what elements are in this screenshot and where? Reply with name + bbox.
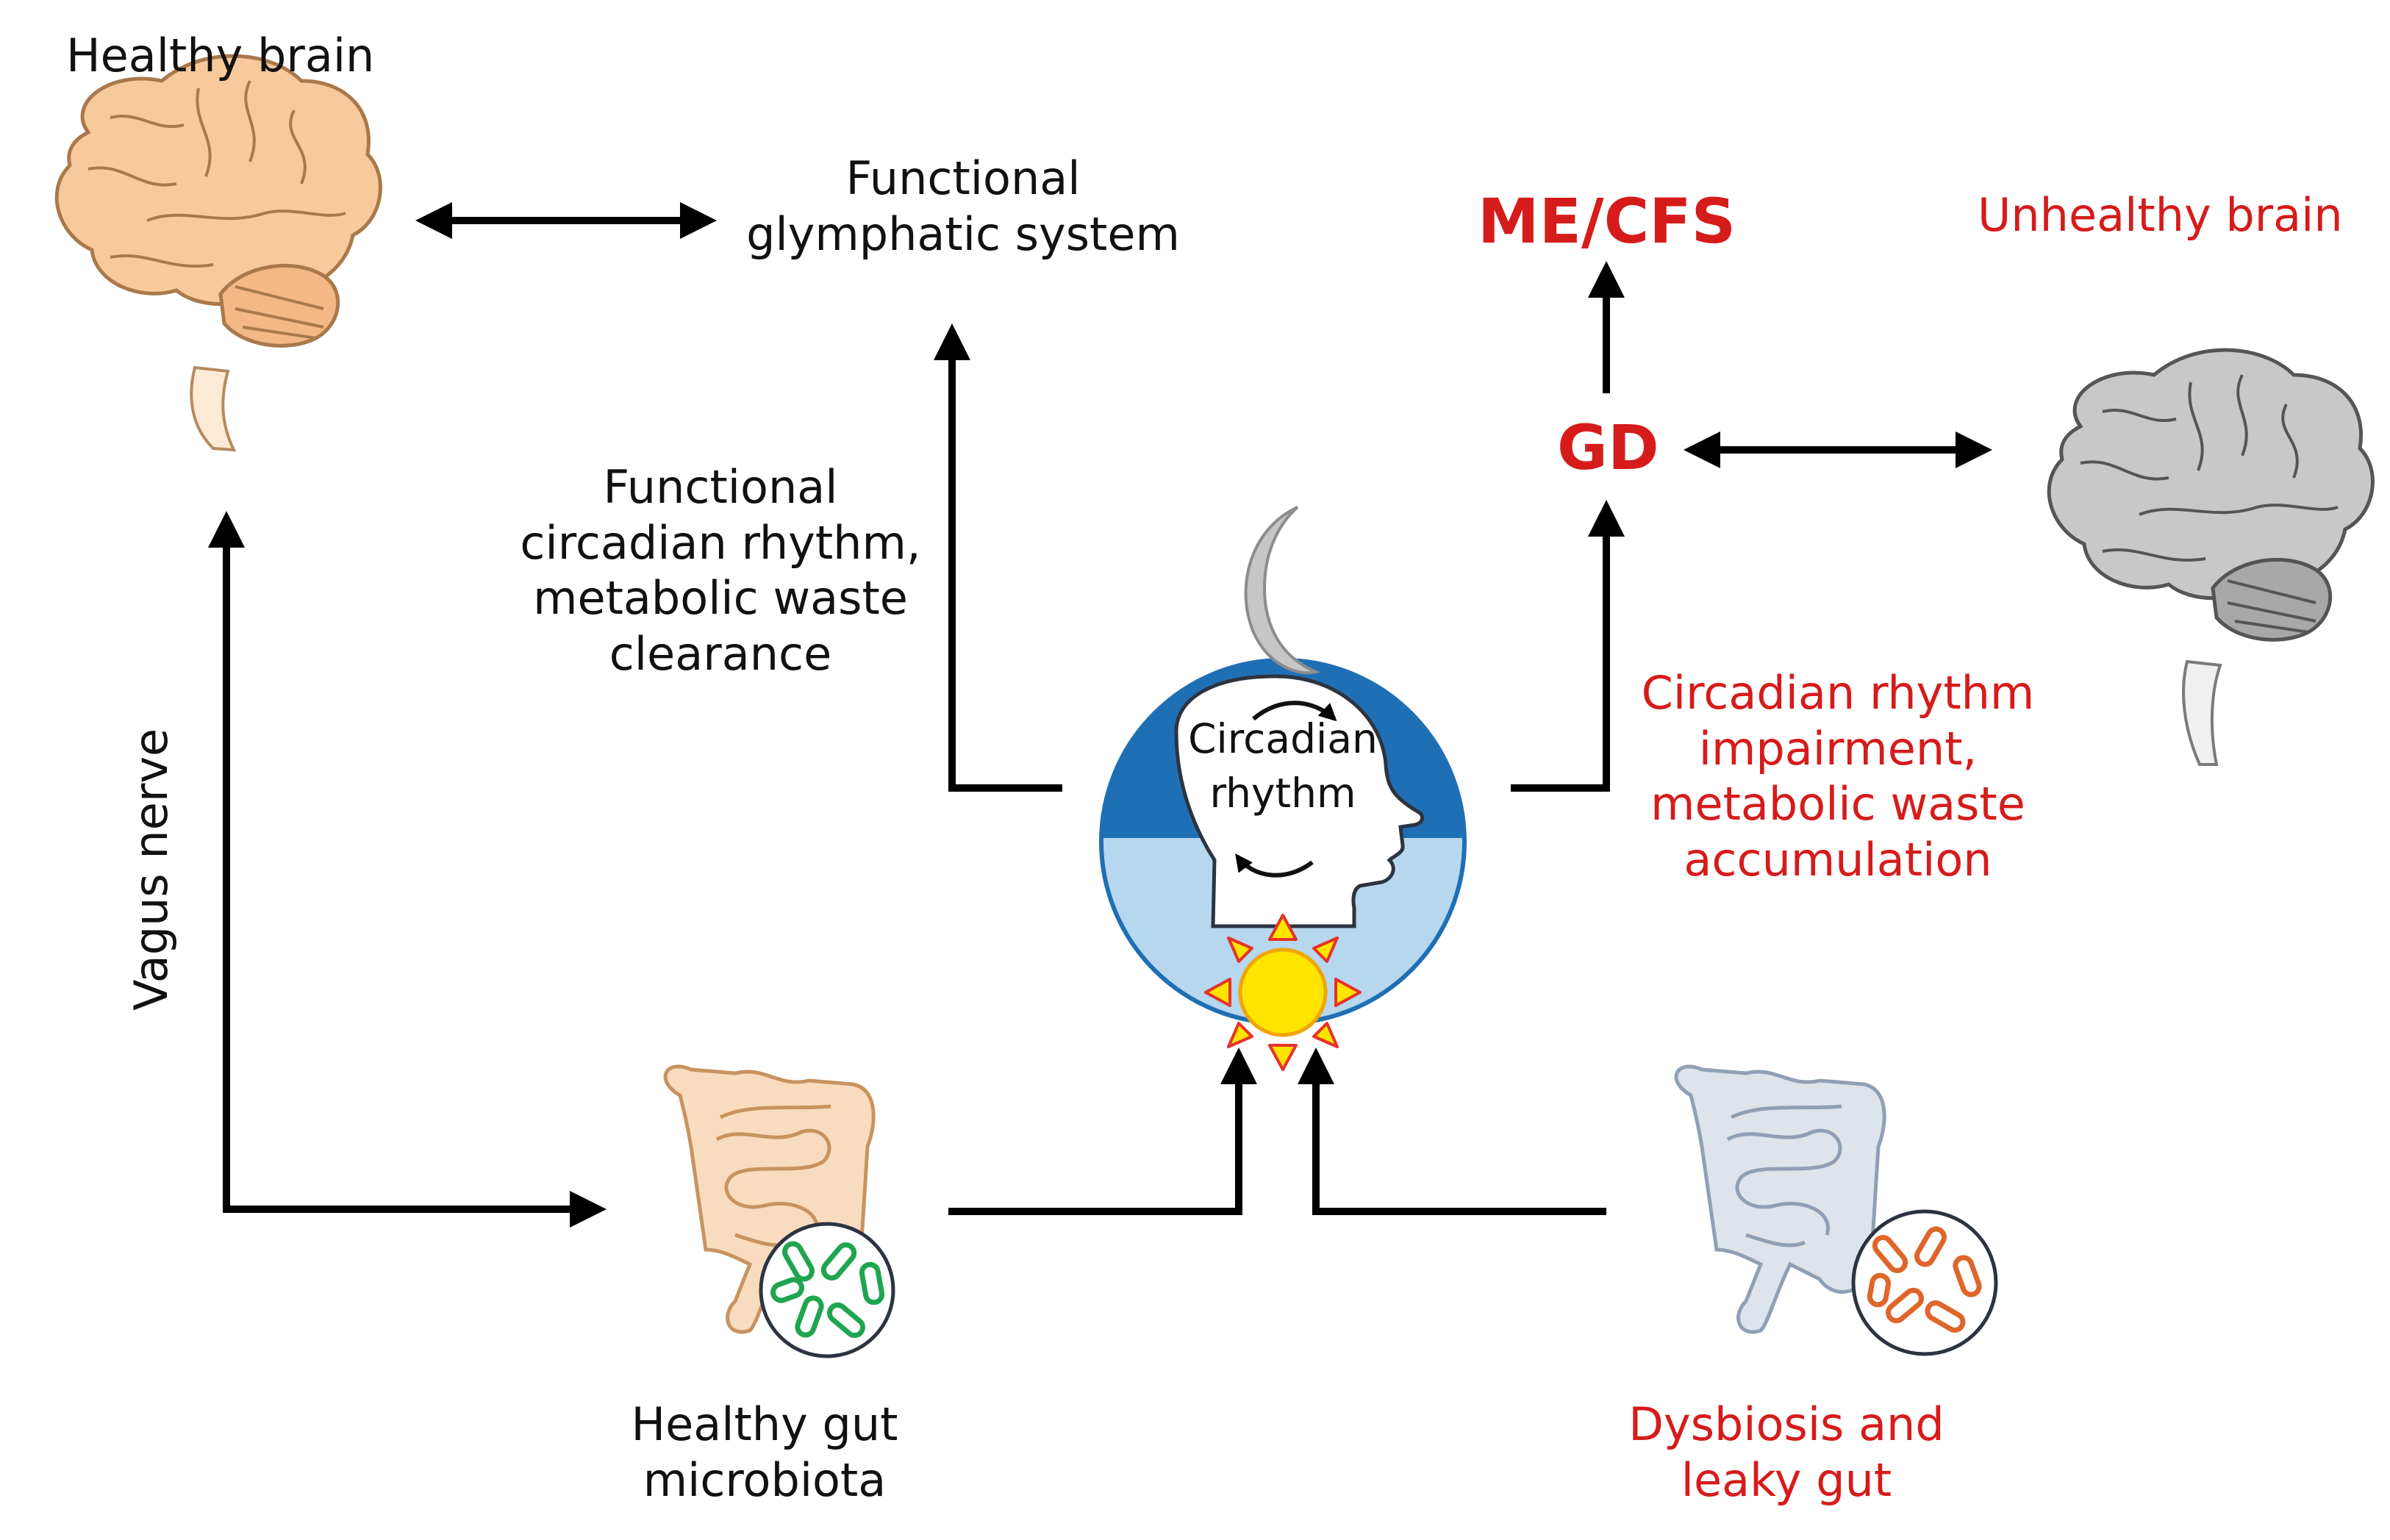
arrow-circadian-to-gd bbox=[1511, 500, 1625, 792]
arrow-healthy-gut-to-circadian bbox=[948, 1047, 1257, 1215]
sun-icon bbox=[1204, 914, 1362, 1071]
gd-label: GD bbox=[1557, 412, 1659, 484]
functional-circadian-label: Functional circadian rhythm, metabolic w… bbox=[520, 460, 921, 681]
healthy-brain-label: Healthy brain bbox=[66, 29, 375, 82]
unhealthy-brain-icon bbox=[2047, 348, 2375, 766]
healthy-gut-label: Healthy gut microbiota bbox=[631, 1397, 898, 1507]
unhealthy-brain-label: Unhealthy brain bbox=[1978, 188, 2343, 242]
moon-icon bbox=[1244, 506, 1321, 675]
functional-glymphatic-label: Functional glymphatic system bbox=[746, 151, 1180, 261]
me-cfs-label: ME/CFS bbox=[1478, 185, 1736, 257]
unhealthy-microbiota-lens-icon bbox=[1851, 1209, 1998, 1356]
circadian-impairment-label: Circadian rhythm impairment, metabolic w… bbox=[1641, 666, 2035, 887]
arrow-dysbiosis-to-circadian bbox=[1298, 1047, 1606, 1215]
healthy-microbiota-lens-icon bbox=[759, 1222, 895, 1358]
dysbiosis-label: Dysbiosis and leaky gut bbox=[1628, 1397, 1944, 1507]
vagus-nerve-label: Vagus nerve bbox=[124, 728, 179, 1011]
arrow-circadian-to-glymphatic bbox=[948, 334, 1062, 792]
unhealthy-gut-icon bbox=[1674, 1064, 1886, 1334]
healthy-brain-icon bbox=[54, 54, 382, 452]
circadian-rhythm-label: Circadian rhythm bbox=[1188, 715, 1378, 817]
head-icon bbox=[1174, 674, 1425, 928]
